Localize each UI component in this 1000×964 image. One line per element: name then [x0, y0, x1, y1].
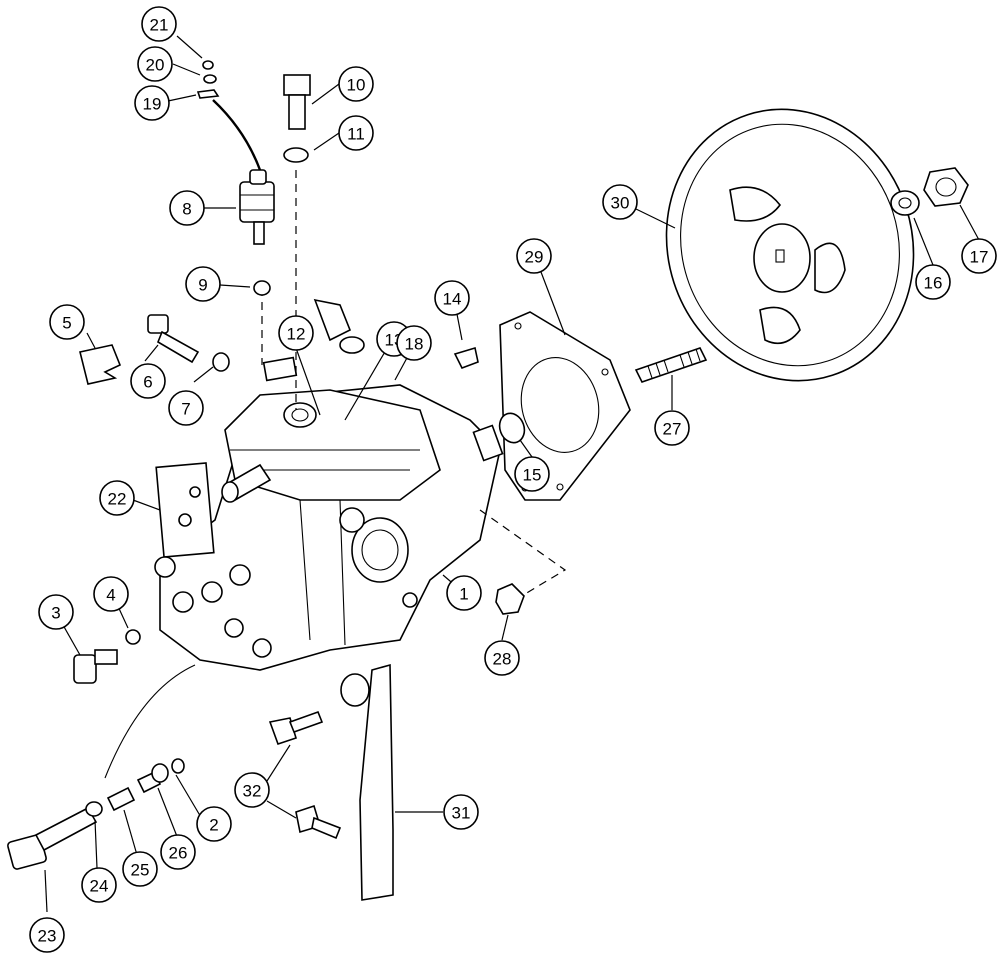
terminal-lug-drawing	[196, 89, 220, 99]
callout-label: 7	[181, 400, 190, 419]
callout-24: 24	[81, 867, 117, 903]
callout-label: 17	[970, 248, 989, 267]
callout-3: 3	[38, 594, 74, 630]
bolt-32a-drawing	[268, 710, 324, 746]
callout-label: 5	[62, 314, 71, 333]
callout-label: 28	[493, 650, 512, 669]
callout-label: 32	[243, 782, 262, 801]
callout-18: 18	[396, 325, 432, 361]
woodruff-key-drawing	[453, 346, 479, 370]
callout-22: 22	[99, 480, 135, 516]
callout-label: 14	[443, 290, 462, 309]
callout-label: 22	[108, 490, 127, 509]
callout-label: 6	[143, 373, 152, 392]
callout-8: 8	[169, 190, 205, 226]
mounting-gasket-drawing	[499, 311, 631, 501]
callout-31: 31	[443, 794, 479, 830]
drive-gear-drawing	[665, 108, 915, 382]
stud-drawing	[634, 347, 708, 383]
seal-2-drawing	[171, 758, 185, 774]
callout-label: 15	[523, 466, 542, 485]
callout-label: 10	[347, 76, 366, 95]
callout-label: 29	[525, 248, 544, 267]
leader-lines	[44, 35, 980, 913]
callout-23: 23	[29, 917, 65, 953]
throttle-lever-drawing	[359, 663, 394, 901]
callout-label: 21	[150, 16, 169, 35]
alignment-dash-3	[479, 509, 567, 601]
callout-label: 20	[146, 56, 165, 75]
lock-washer-drawing	[890, 190, 920, 216]
callout-20: 20	[137, 46, 173, 82]
injection-pump-body-drawing	[154, 298, 504, 671]
callout-label: 19	[143, 95, 162, 114]
callout-19: 19	[134, 85, 170, 121]
callout-12: 12	[278, 315, 314, 351]
callout-30: 30	[602, 184, 638, 220]
callout-label: 16	[924, 274, 943, 293]
spring-drawing	[106, 786, 136, 812]
callout-label: 23	[38, 927, 57, 946]
nut-28-drawing	[495, 583, 525, 615]
solenoid-drawing	[239, 169, 275, 245]
callout-26: 26	[160, 834, 196, 870]
callout-label: 11	[347, 125, 365, 144]
callout-label: 31	[452, 804, 471, 823]
adjuster-screw-drawing	[7, 806, 98, 870]
washer-9-drawing	[253, 280, 271, 296]
callout-label: 1	[459, 585, 468, 604]
shim-washer-drawing	[151, 763, 169, 783]
sealing-washer-drawing	[283, 147, 309, 163]
o-ring-drawing	[498, 412, 526, 444]
callout-16: 16	[915, 264, 951, 300]
callout-label: 8	[182, 200, 191, 219]
callout-label: 3	[51, 604, 60, 623]
terminal-nut-drawing	[202, 60, 214, 70]
callout-label: 9	[198, 276, 207, 295]
solenoid-wire	[212, 99, 262, 171]
callout-9: 9	[185, 266, 221, 302]
callout-label: 24	[90, 877, 109, 896]
callout-28: 28	[484, 640, 520, 676]
gear-nut-drawing	[923, 167, 969, 207]
callout-32: 32	[234, 772, 270, 808]
callout-27: 27	[654, 410, 690, 446]
spring-washer-drawing	[85, 801, 103, 817]
callout-label: 30	[611, 194, 630, 213]
callout-1: 1	[446, 575, 482, 611]
callout-21: 21	[141, 6, 177, 42]
banjo-bolt-drawing	[283, 74, 311, 130]
callout-25: 25	[122, 851, 158, 887]
callout-4: 4	[93, 576, 129, 612]
plug-washer-drawing	[125, 629, 141, 645]
callout-17: 17	[961, 238, 997, 274]
callout-label: 4	[106, 586, 115, 605]
bracket-drawing	[79, 344, 122, 385]
callout-label: 27	[663, 420, 682, 439]
callout-15: 15	[514, 456, 550, 492]
callout-11: 11	[338, 115, 374, 151]
terminal-washer-drawing	[203, 74, 217, 84]
lever-bushing-drawing	[340, 673, 370, 707]
plug-drawing	[73, 649, 118, 684]
callout-10: 10	[338, 66, 374, 102]
callout-6: 6	[130, 363, 166, 399]
bolt-32b-drawing	[295, 804, 342, 840]
callout-5: 5	[49, 304, 85, 340]
callout-14: 14	[434, 280, 470, 316]
adjust-screw-drawing	[147, 314, 200, 364]
callout-29: 29	[516, 238, 552, 274]
callout-2: 2	[196, 806, 232, 842]
seal-ring-drawing	[212, 352, 230, 372]
assembly-path-curve	[104, 664, 196, 779]
callout-label: 25	[131, 861, 150, 880]
callout-label: 12	[287, 325, 306, 344]
callout-label: 2	[209, 816, 218, 835]
callout-label: 18	[405, 335, 424, 354]
callout-label: 26	[169, 844, 188, 863]
callout-7: 7	[168, 390, 204, 426]
